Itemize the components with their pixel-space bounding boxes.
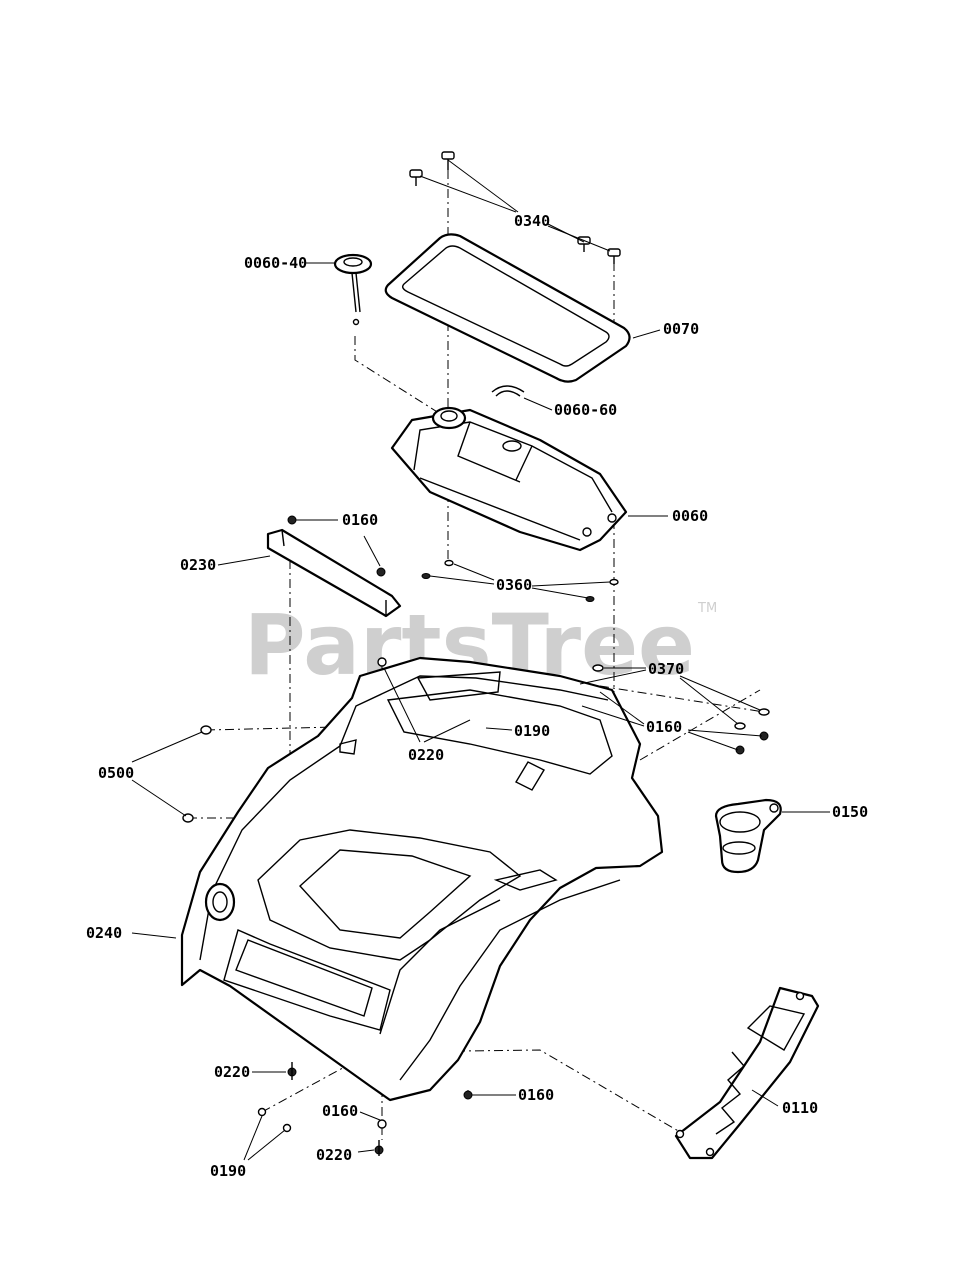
- plug-icon: [282, 1123, 292, 1133]
- callout-label: 0060-60: [554, 401, 617, 419]
- callout-label: 0220: [408, 746, 444, 764]
- clip-0060-60: [491, 385, 525, 393]
- fuel-tank-0060: [390, 406, 628, 552]
- nut-icon: [463, 1090, 473, 1100]
- screw-icon: [377, 657, 387, 667]
- callout-label: 0230: [180, 556, 216, 574]
- step-plate-0110: [674, 986, 820, 1160]
- callout-label: 0070: [663, 320, 699, 338]
- gasket-0070: [384, 233, 631, 383]
- grommet-icon: [444, 559, 454, 567]
- nut-icon: [287, 515, 297, 525]
- screw-icon: [607, 248, 621, 264]
- callout-labels: 0340 0060-40 0070 0060-60 0060 0160 0230…: [86, 212, 868, 1180]
- grommet-icon: [609, 578, 619, 586]
- nut-icon: [377, 1119, 387, 1129]
- fuel-gauge-0060-40: [333, 253, 373, 326]
- callout-label: 0220: [316, 1146, 352, 1164]
- washer-icon: [592, 664, 604, 672]
- callout-label: 0190: [210, 1162, 246, 1180]
- callout-label: 0160: [322, 1102, 358, 1120]
- screw-icon: [441, 151, 455, 170]
- callout-label: 0110: [782, 1099, 818, 1117]
- grommet-icon: [585, 596, 595, 602]
- callout-label: 0360: [496, 576, 532, 594]
- washer-icon: [734, 722, 746, 730]
- cup-holder-0150: [714, 798, 782, 874]
- callout-label: 0060-40: [244, 254, 307, 272]
- callout-label: 0160: [518, 1086, 554, 1104]
- plug-icon: [257, 1107, 267, 1117]
- leader-lines: [131, 159, 830, 1161]
- callout-label: 0160: [342, 511, 378, 529]
- callout-label: 0370: [648, 660, 684, 678]
- callout-label: 0220: [214, 1063, 250, 1081]
- nut-icon: [735, 745, 745, 755]
- bracket-0230: [266, 528, 402, 618]
- callout-label: 0150: [832, 803, 868, 821]
- callout-label: 0340: [514, 212, 550, 230]
- callout-label: 0500: [98, 764, 134, 782]
- plug-icon: [200, 725, 212, 735]
- callout-label: 0160: [646, 718, 682, 736]
- grommet-icon: [421, 573, 431, 579]
- trademark-mark: TM: [697, 601, 717, 616]
- callout-label: 0190: [514, 722, 550, 740]
- callout-label: 0240: [86, 924, 122, 942]
- washer-icon: [758, 708, 770, 716]
- body-shell-0240: [180, 656, 664, 1102]
- clip-inner-line: [495, 390, 521, 397]
- screw-icon: [409, 169, 423, 186]
- callout-label: 0060: [672, 507, 708, 525]
- nut-icon: [376, 567, 386, 577]
